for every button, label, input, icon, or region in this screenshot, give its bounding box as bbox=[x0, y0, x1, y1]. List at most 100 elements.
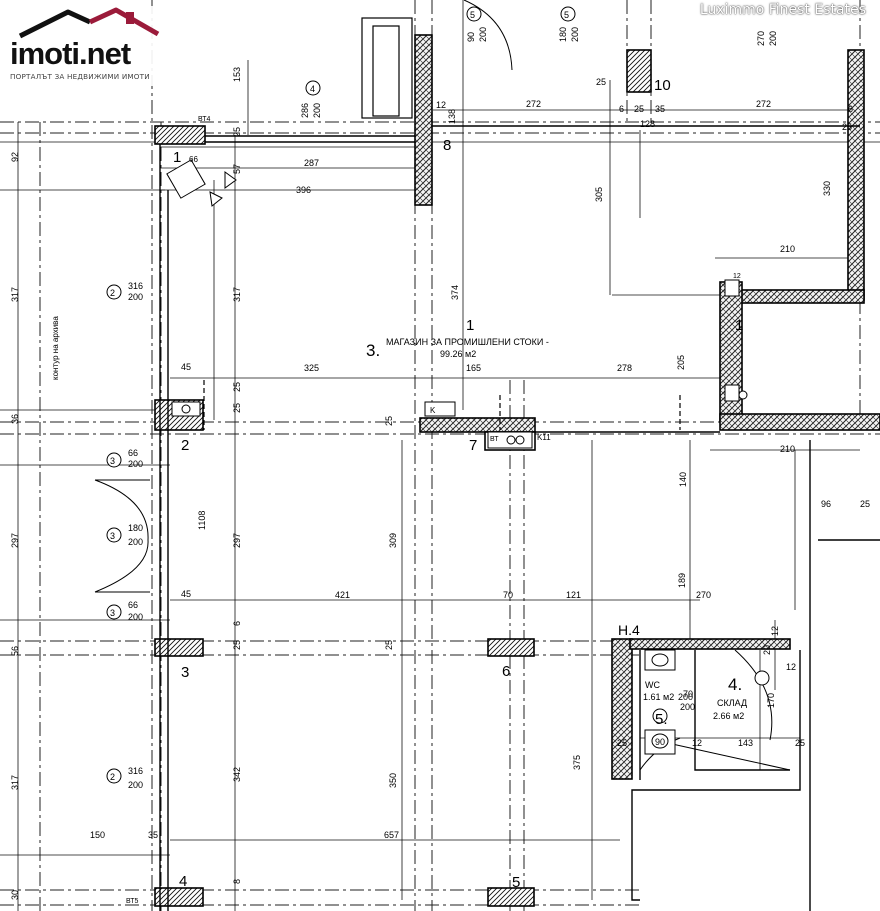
dim: 317 bbox=[10, 775, 20, 790]
marker-door5b-w: 180 bbox=[558, 27, 568, 42]
dim: 57 bbox=[232, 164, 242, 174]
dim: 121 bbox=[566, 590, 581, 600]
axis-1-center: 1 bbox=[466, 317, 474, 334]
marker-win4-num: 4 bbox=[310, 84, 315, 94]
dim: 25 bbox=[842, 122, 852, 132]
wall-outlines bbox=[159, 125, 880, 911]
dim: 272 bbox=[526, 99, 541, 109]
dim: 128 bbox=[640, 119, 655, 129]
section-label: Н.4 bbox=[618, 622, 640, 638]
marker-left-d-w: 66 bbox=[128, 600, 138, 610]
brand-logo[interactable]: imoti.net ПОРТАЛЪТ ЗА НЕДВИЖИМИ ИМОТИ bbox=[6, 6, 171, 86]
dim: 92 bbox=[10, 152, 20, 162]
dim: 396 bbox=[296, 185, 311, 195]
dim: 35 bbox=[655, 104, 665, 114]
top-markers bbox=[106, 6, 668, 784]
dim: 1108 bbox=[197, 511, 207, 530]
axis-4: 4 bbox=[179, 873, 187, 890]
dim: 45 bbox=[181, 362, 191, 372]
marker-win4-w: 286 bbox=[300, 103, 310, 118]
fixtures bbox=[166, 159, 770, 755]
dim: 66 bbox=[189, 155, 198, 164]
dim: 210 bbox=[780, 444, 795, 454]
shop-number: 3. bbox=[366, 341, 380, 360]
wc-door-h: 200 bbox=[680, 702, 695, 712]
dim: 325 bbox=[304, 363, 319, 373]
marker-left-b-h: 200 bbox=[128, 459, 143, 469]
house-roof-icon bbox=[18, 7, 160, 39]
dim: 278 bbox=[617, 363, 632, 373]
marker-door-top-w: 270 bbox=[756, 31, 766, 46]
dim: 138 bbox=[447, 109, 457, 124]
dim: 6 bbox=[848, 104, 853, 114]
wc-area: 1.61 м2 bbox=[643, 692, 674, 702]
marker-door-top-h: 200 bbox=[768, 31, 778, 46]
dim: 25 bbox=[860, 499, 870, 509]
axis-10: 10 bbox=[654, 77, 671, 94]
shop-area: 99.26 м2 bbox=[440, 349, 476, 359]
dim: 25 bbox=[596, 77, 606, 87]
dim: 6 bbox=[619, 104, 624, 114]
wc-name: WC bbox=[645, 680, 660, 690]
dim: 189 bbox=[677, 573, 687, 588]
marker-door5a-num: 5 bbox=[470, 10, 475, 20]
logo-tagline: ПОРТАЛЪТ ЗА НЕДВИЖИМИ ИМОТИ bbox=[10, 72, 150, 81]
dim: 200 bbox=[678, 692, 693, 702]
dim: 70 bbox=[503, 590, 513, 600]
shop-name: МАГАЗИН ЗА ПРОМИШЛЕНИ СТОКИ - bbox=[386, 337, 549, 347]
dim: 272 bbox=[756, 99, 771, 109]
marker-left-d-h: 200 bbox=[128, 612, 143, 622]
axis-2: 2 bbox=[181, 437, 189, 454]
dim: 25 bbox=[232, 640, 242, 650]
marker-left-a-num: 2 bbox=[110, 288, 115, 298]
vent-label: K11 bbox=[537, 433, 551, 442]
axis-8: 8 bbox=[443, 137, 451, 154]
dim: 210 bbox=[780, 244, 795, 254]
dim: 309 bbox=[388, 533, 398, 548]
logo-text: imoti.net bbox=[10, 36, 131, 71]
dim: 317 bbox=[232, 287, 242, 302]
marker-door5a-w: 90 bbox=[466, 32, 476, 42]
axis-11: 1 bbox=[735, 317, 743, 334]
storage-name: СКЛАД bbox=[717, 698, 747, 708]
dim: 143 bbox=[738, 738, 753, 748]
bt5-label: ВТ5 bbox=[126, 898, 138, 905]
wc-door-w: 70 bbox=[683, 689, 693, 699]
dim: 25 bbox=[617, 738, 627, 748]
marker-left-e-w: 316 bbox=[128, 766, 143, 776]
dim: 342 bbox=[232, 767, 242, 782]
dim: 350 bbox=[388, 773, 398, 788]
dim: 287 bbox=[304, 158, 319, 168]
marker-left-e-h: 200 bbox=[128, 780, 143, 790]
dim: 165 bbox=[466, 363, 481, 373]
dim: 375 bbox=[572, 755, 582, 770]
marker-left-c-w: 180 bbox=[128, 523, 143, 533]
axis-7: 7 bbox=[469, 437, 477, 454]
dim: 25 bbox=[232, 382, 242, 392]
dim: 170 bbox=[766, 693, 776, 708]
dim: 140 bbox=[678, 472, 688, 487]
marker-left-a-h: 200 bbox=[128, 292, 143, 302]
contour-label: контур на архива bbox=[51, 316, 60, 380]
dim: 30 bbox=[10, 890, 20, 900]
dim: 12 bbox=[786, 662, 796, 672]
dim: 8 bbox=[232, 879, 242, 884]
wc-number: 5. bbox=[655, 711, 668, 728]
dim: 20 bbox=[762, 645, 772, 655]
axis-5: 5 bbox=[512, 874, 520, 891]
k-label: K bbox=[430, 406, 436, 415]
marker-door5b-num: 5 bbox=[564, 10, 569, 20]
dim: 25 bbox=[384, 416, 394, 426]
dim: 45 bbox=[181, 589, 191, 599]
dim: 35 bbox=[148, 830, 158, 840]
axis-3: 3 bbox=[181, 664, 189, 681]
dim: 317 bbox=[10, 287, 20, 302]
dim: 12 bbox=[692, 738, 702, 748]
dim: 297 bbox=[232, 533, 242, 548]
dim: 150 bbox=[90, 830, 105, 840]
dim: 25 bbox=[384, 640, 394, 650]
marker-left-b-w: 66 bbox=[128, 448, 138, 458]
watermark: Luximmo Finest Estates bbox=[699, 2, 866, 18]
marker-left-c-num: 3 bbox=[110, 531, 115, 541]
